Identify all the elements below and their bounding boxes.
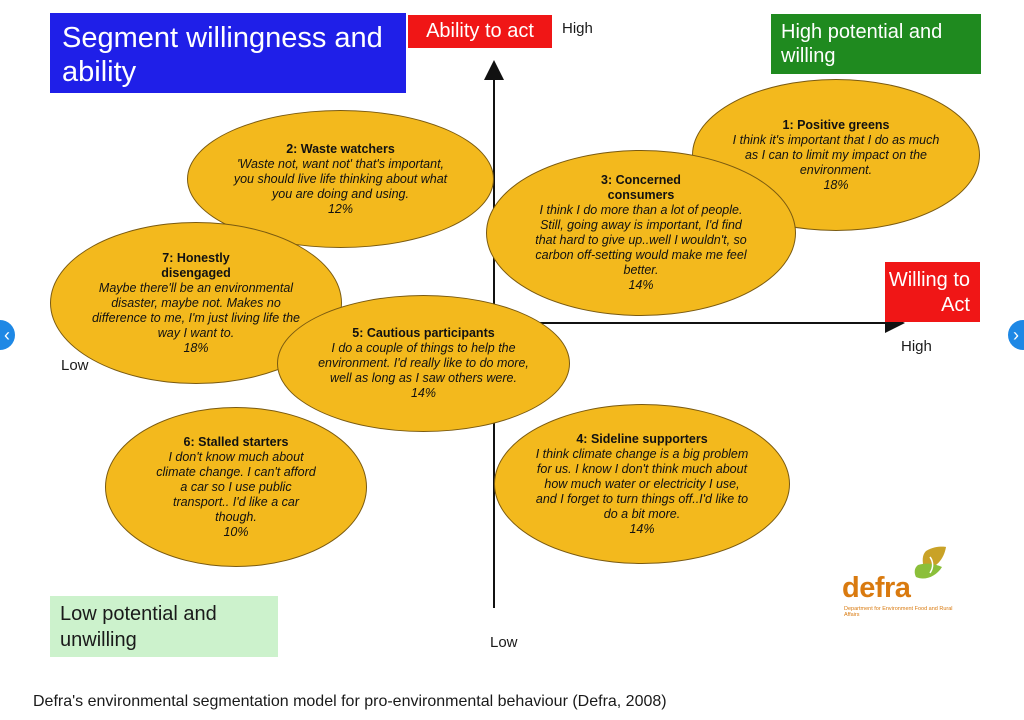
segment-quote: 'Waste not, want not' that's important, …	[233, 156, 448, 201]
defra-logo-text: defra	[842, 572, 911, 604]
chevron-right-icon: ›	[1013, 325, 1019, 345]
segment-cautious-participants: 5: Cautious participants I do a couple o…	[277, 295, 570, 432]
segment-percent: 14%	[410, 386, 437, 400]
segment-percent: 14%	[628, 278, 654, 292]
segment-quote: I do a couple of things to help the envi…	[318, 341, 529, 385]
figure-caption: Defra's environmental segmentation model…	[33, 693, 667, 710]
defra-logo-subtitle: Department for Environment Food and Rura…	[844, 606, 953, 618]
segment-title: 1: Positive greens	[782, 117, 890, 132]
x-axis-high-label: High	[901, 338, 932, 355]
segment-sideline-supporters: 4: Sideline supporters I think climate c…	[494, 404, 790, 564]
segment-title: 6: Stalled starters	[183, 434, 289, 449]
y-axis-low-label: Low	[490, 634, 518, 651]
x-axis-low-label: Low	[61, 357, 89, 374]
segment-title: 3: Concerned consumers	[601, 173, 681, 202]
segment-percent: 14%	[629, 521, 655, 536]
segment-percent: 18%	[183, 340, 209, 355]
next-slide-button[interactable]: ›	[1008, 320, 1024, 350]
segment-positive-greens: 1: Positive greens I think it's importan…	[692, 79, 980, 231]
segment-stalled-starters: 6: Stalled starters I don't know much ab…	[105, 407, 367, 567]
segment-quote: I think climate change is a big problem …	[535, 446, 749, 521]
segment-title: 7: Honestly disengaged	[161, 250, 231, 280]
segment-concerned-consumers: 3: Concerned consumers I think I do more…	[486, 150, 796, 316]
y-axis-high-label: High	[562, 20, 593, 37]
prev-slide-button[interactable]: ‹	[0, 320, 15, 350]
diagram-slide: Segment willingness and ability Ability …	[0, 13, 1024, 657]
page-title: Segment willingness and ability	[50, 13, 406, 93]
segment-quote: Maybe there'll be an environmental disas…	[91, 280, 301, 340]
chevron-left-icon: ‹	[4, 325, 10, 345]
segment-percent: 12%	[327, 201, 354, 216]
defra-logo-leaf-icon	[914, 546, 946, 579]
segment-percent: 18%	[823, 177, 849, 192]
segment-quote: I think it's important that I do as much…	[732, 132, 940, 177]
x-axis-label: Willing to Act	[885, 262, 980, 322]
segment-percent: 10%	[223, 524, 249, 539]
segment-title: 4: Sideline supporters	[576, 431, 708, 446]
y-axis-label: Ability to act	[408, 15, 552, 48]
quadrant-label-high-potential: High potential and willing	[771, 14, 981, 74]
segment-title: 2: Waste watchers	[286, 141, 395, 156]
segment-title: 5: Cautious participants	[352, 326, 495, 340]
segment-quote: I think I do more than a lot of people. …	[535, 203, 747, 277]
segment-quote: I don't know much about climate change. …	[156, 449, 316, 524]
quadrant-label-low-potential: Low potential and unwilling	[50, 596, 278, 657]
